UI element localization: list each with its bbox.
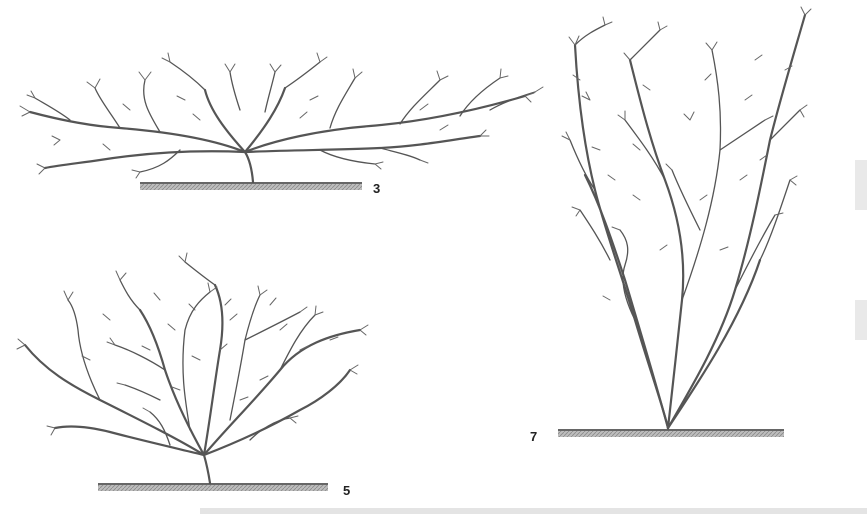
shrub-3-ground-hatch — [140, 184, 362, 190]
shrub-5-label: 5 — [343, 483, 350, 498]
shrub-3-drawing: 3 — [20, 53, 543, 196]
shrub-7-drawing: 7 — [530, 7, 811, 444]
shrub-7-label: 7 — [530, 429, 537, 444]
shrub-7-ground-hatch — [558, 431, 784, 437]
shrub-3-label: 3 — [373, 181, 380, 196]
shrub-5-drawing: 5 — [17, 253, 368, 498]
shrub-5-ground-hatch — [98, 485, 328, 491]
edge-bars — [200, 160, 867, 514]
